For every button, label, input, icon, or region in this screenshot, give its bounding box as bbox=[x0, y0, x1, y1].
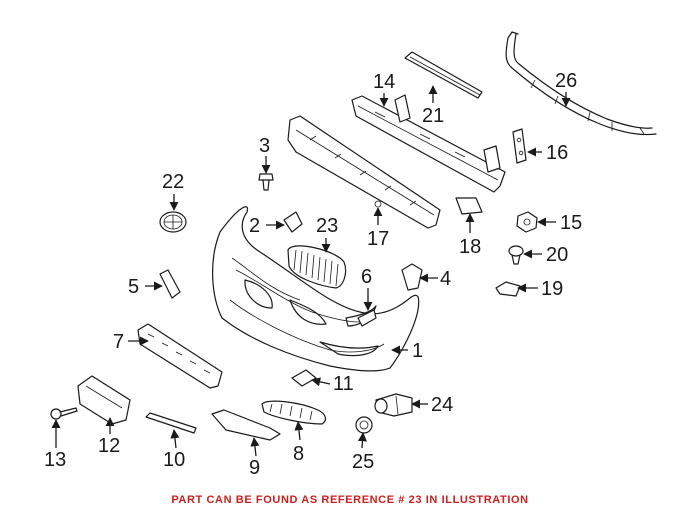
part-7-lower-bracket bbox=[137, 323, 223, 389]
part-3-bolt bbox=[258, 173, 274, 191]
callout-11: 11 bbox=[333, 373, 354, 395]
callout-17: 17 bbox=[367, 228, 389, 250]
part-6-nozzle-cover bbox=[357, 309, 377, 327]
part-22-emblem bbox=[159, 211, 187, 233]
callout-18: 18 bbox=[459, 236, 481, 258]
callout-24: 24 bbox=[431, 394, 453, 416]
part-1-bumper-cover bbox=[212, 206, 420, 372]
part-10-trim-strip bbox=[145, 412, 197, 434]
callout-20: 20 bbox=[546, 244, 568, 266]
callout-15: 15 bbox=[560, 212, 582, 234]
reference-note: PART CAN BE FOUND AS REFERENCE # 23 IN I… bbox=[171, 494, 529, 506]
part-23-grille bbox=[287, 245, 347, 289]
part-2-cover bbox=[283, 211, 303, 233]
callout-8: 8 bbox=[293, 443, 304, 465]
callout-23: 23 bbox=[316, 215, 338, 237]
callout-1: 1 bbox=[412, 340, 423, 362]
callout-9: 9 bbox=[249, 457, 260, 479]
part-16-bracket bbox=[512, 128, 527, 164]
callout-26: 26 bbox=[555, 70, 577, 92]
part-13-screw bbox=[50, 407, 78, 420]
part-19-bracket bbox=[495, 281, 521, 297]
part-26-wiring-harness bbox=[505, 31, 657, 136]
part-4-bracket bbox=[401, 263, 423, 291]
part-25-sensor-ring bbox=[355, 416, 373, 434]
callout-5: 5 bbox=[128, 276, 139, 298]
part-15-nut bbox=[516, 211, 538, 233]
callout-21: 21 bbox=[422, 105, 444, 127]
callout-25: 25 bbox=[352, 451, 374, 473]
part-20-clip bbox=[508, 245, 524, 265]
callout-2: 2 bbox=[249, 215, 260, 237]
part-9-lower-trim bbox=[211, 409, 281, 441]
part-17-energy-absorber bbox=[287, 115, 441, 229]
part-18-bracket bbox=[455, 197, 483, 215]
callout-16: 16 bbox=[546, 142, 568, 164]
callout-14: 14 bbox=[373, 71, 395, 93]
part-21-absorber-strip bbox=[404, 51, 483, 99]
part-5-side-marker bbox=[159, 269, 181, 299]
callout-12: 12 bbox=[98, 435, 120, 457]
callout-10: 10 bbox=[163, 449, 185, 471]
part-11-clip-plate bbox=[291, 369, 317, 387]
part-14-reinforcement-bar bbox=[351, 94, 506, 193]
callout-22: 22 bbox=[162, 171, 184, 193]
callout-19: 19 bbox=[541, 278, 563, 300]
callout-7: 7 bbox=[113, 331, 124, 353]
callout-6: 6 bbox=[361, 266, 372, 288]
part-24-sensor bbox=[374, 393, 413, 417]
part-12-license-bracket bbox=[77, 375, 131, 425]
callout-3: 3 bbox=[259, 135, 270, 157]
callout-numbers: 1 2 3 4 5 6 7 8 9 10 11 12 13 14 15 16 1… bbox=[44, 70, 582, 479]
leader-lines bbox=[51, 85, 571, 457]
part-8-fog-grille bbox=[261, 400, 327, 425]
callout-4: 4 bbox=[440, 268, 451, 290]
callout-13: 13 bbox=[44, 449, 66, 471]
